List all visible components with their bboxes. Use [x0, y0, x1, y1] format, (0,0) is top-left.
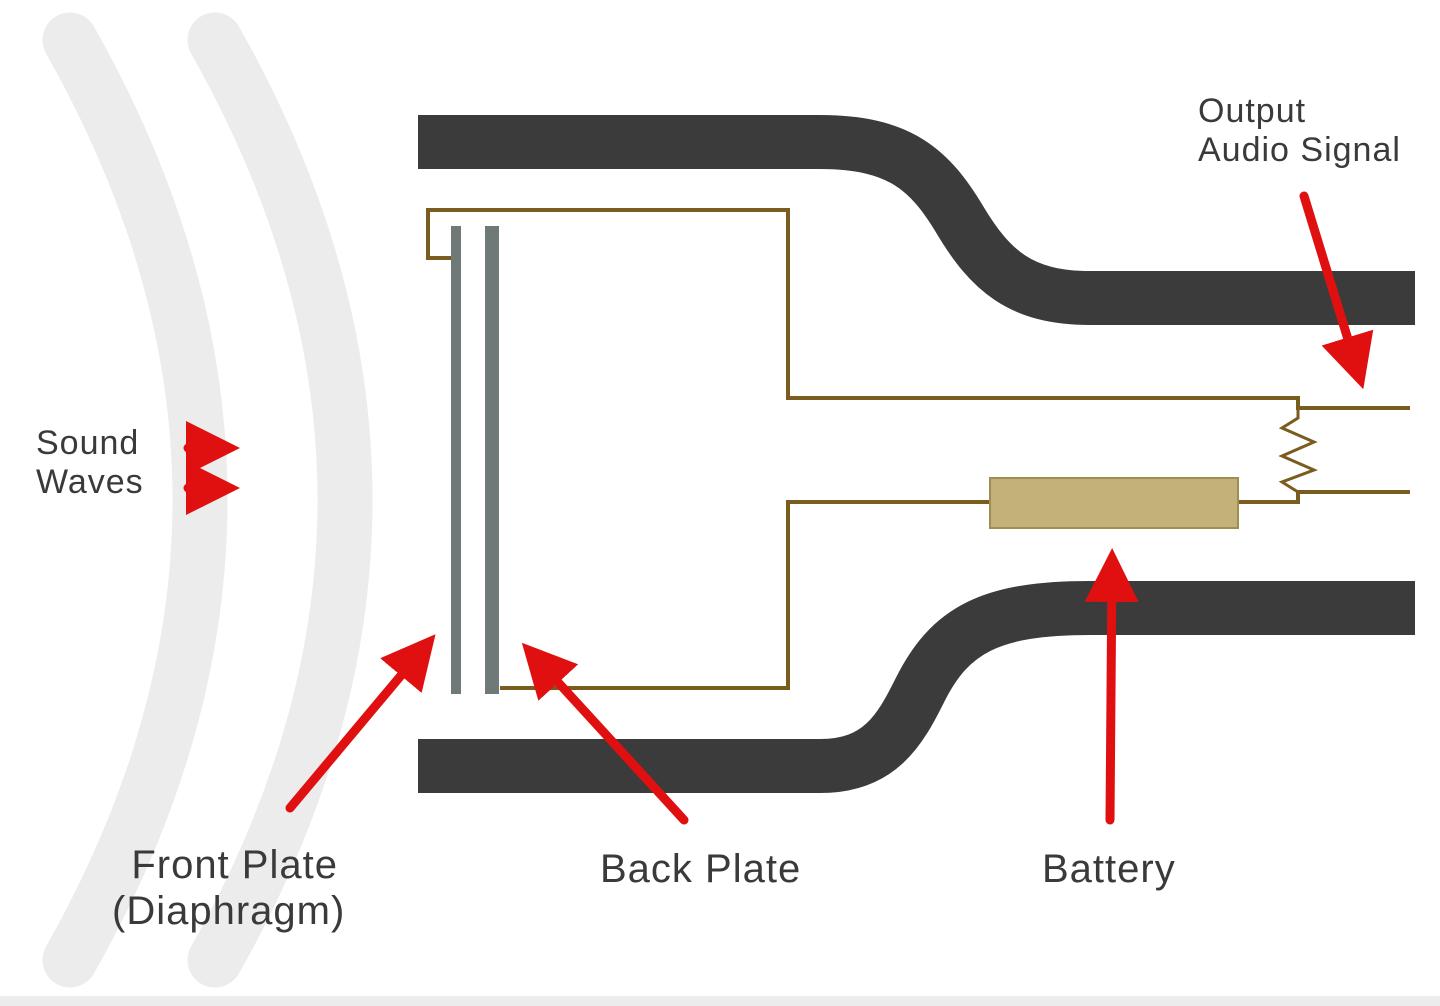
label-battery: Battery [1042, 847, 1176, 891]
label-front-plate-line-1: Front Plate [131, 843, 338, 887]
back-plate [485, 226, 499, 694]
housing-bottom [418, 581, 1415, 793]
front-plate-diaphragm [451, 226, 461, 694]
resistor-zigzag [1278, 408, 1318, 494]
label-sound-waves-line-2: Waves [36, 463, 144, 502]
bottom-border-strip [0, 996, 1440, 1006]
capsule-frame-wire [426, 208, 1410, 410]
sound-wave-arc-inner [187, 12, 373, 988]
battery-to-output-wire [1238, 490, 1410, 504]
label-front-plate: Front Plate (Diaphragm) [112, 842, 345, 934]
label-back-plate: Back Plate [600, 847, 802, 891]
arrow-battery [1084, 548, 1139, 825]
label-output-line-1: Output [1198, 92, 1307, 130]
arrow-front-plate [285, 634, 436, 813]
pointer-arrows [183, 191, 1374, 825]
battery-cell [989, 477, 1239, 529]
arrow-back-plate [521, 642, 689, 825]
arrow-output-signal [1299, 191, 1374, 390]
label-output-audio-signal: Output Audio Signal [1198, 92, 1401, 170]
housing-top [418, 115, 1415, 325]
microphone-housing [418, 115, 1415, 793]
label-sound-waves-line-1: Sound [36, 424, 140, 462]
label-front-plate-line-2: (Diaphragm) [112, 889, 346, 933]
label-output-line-2: Audio Signal [1198, 131, 1401, 170]
label-sound-waves: Sound Waves [36, 424, 144, 502]
capsule-bottom-wire [500, 500, 990, 690]
